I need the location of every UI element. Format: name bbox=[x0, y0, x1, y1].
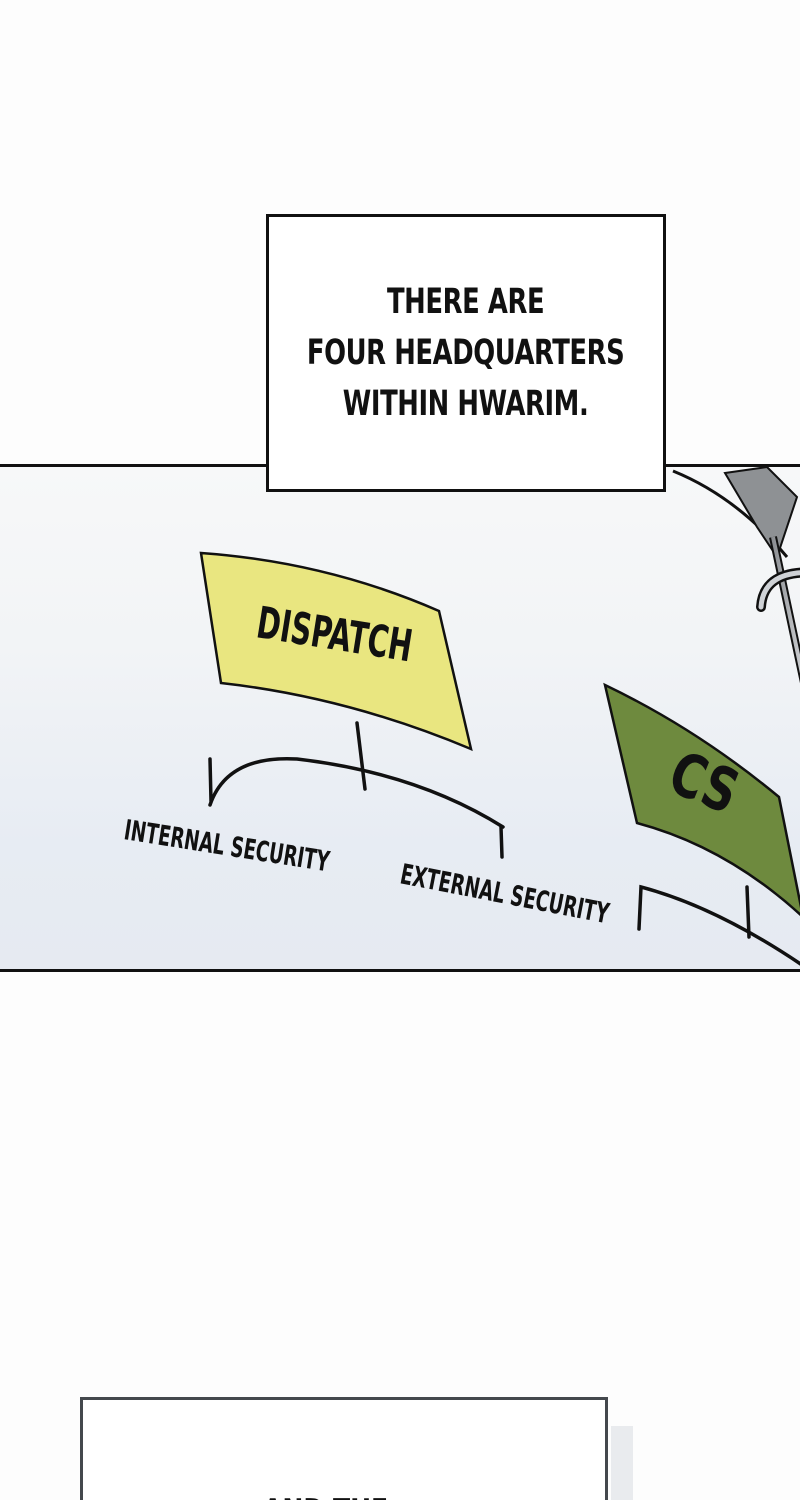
caption-line-2: FOUR HEADQUARTERS bbox=[307, 332, 625, 373]
org-chart-illustration: DISPATCH INTERNAL SECURITY EXTERNAL SECU… bbox=[122, 467, 800, 966]
narration-caption-top: THERE ARE FOUR HEADQUARTERS WITHIN HWARI… bbox=[266, 214, 666, 492]
caption-shadow bbox=[611, 1426, 633, 1500]
caption-bottom-text: AND THE bbox=[263, 1492, 388, 1500]
internal-security-label: INTERNAL SECURITY bbox=[122, 813, 333, 878]
external-security-label: EXTERNAL SECURITY bbox=[398, 857, 613, 930]
dispatch-sign-board bbox=[199, 551, 473, 752]
caption-text: THERE ARE FOUR HEADQUARTERS WITHIN HWARI… bbox=[307, 277, 625, 430]
dispatch-branch-connector bbox=[208, 721, 505, 859]
caption-line-1: THERE ARE bbox=[387, 281, 545, 322]
cs-sign: CS bbox=[603, 682, 800, 916]
cs-sign-board bbox=[603, 682, 800, 916]
org-chart-panel: DISPATCH INTERNAL SECURITY EXTERNAL SECU… bbox=[0, 464, 800, 972]
hanging-pole bbox=[723, 467, 800, 684]
cs-branch-connector bbox=[637, 884, 800, 966]
dispatch-sign: DISPATCH bbox=[199, 551, 473, 752]
narration-caption-bottom: AND THE bbox=[80, 1397, 633, 1500]
caption-line-3: WITHIN HWARIM. bbox=[343, 383, 589, 424]
